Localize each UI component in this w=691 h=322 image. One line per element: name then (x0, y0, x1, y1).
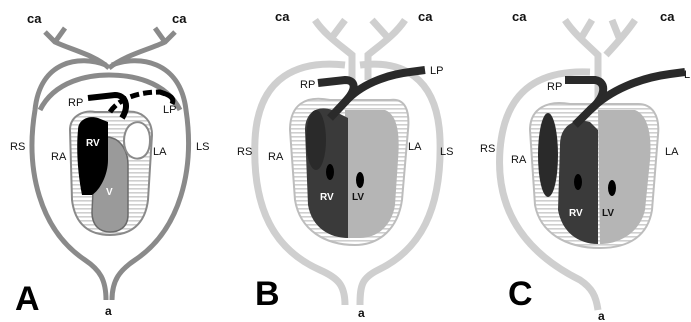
panel-b-rv-dot (326, 164, 334, 180)
panel-a-left-atrium (124, 122, 150, 158)
panel-a-label-v: V (106, 187, 113, 198)
panel-c-label-rp: RP (547, 81, 562, 93)
panel-b: ca ca RP LP RS LS RA LA RV LV a B (237, 9, 453, 320)
panel-b-label-lv: LV (352, 192, 364, 203)
panel-a-label-rs: RS (10, 141, 25, 153)
panel-b-carotids (315, 20, 405, 80)
panel-a-label-la: LA (153, 146, 167, 158)
panel-a: ca ca RP LP RS LS RA LA RV V a A (10, 11, 209, 318)
panel-c-label-ca-left: ca (512, 9, 527, 24)
panel-a-label-rv: RV (86, 138, 100, 149)
panel-b-label-ca-left: ca (275, 9, 290, 24)
panel-c-label-ca-right: ca (660, 9, 675, 24)
panel-c-lv-dot (608, 180, 616, 196)
panel-b-label-rs: RS (237, 146, 252, 158)
panel-c-label-la: LA (665, 146, 679, 158)
panel-c-letter: C (508, 275, 533, 313)
panel-a-label-lp: LP (163, 104, 176, 116)
panel-b-label-ls: LS (440, 146, 453, 158)
panel-c-label-lv: LV (602, 208, 614, 219)
panel-c-label-rs: RS (480, 143, 495, 155)
panel-c-label-lp: L (684, 69, 690, 81)
panel-b-ra-inner (306, 110, 326, 170)
panel-a-label-ca-right: ca (172, 11, 187, 26)
panel-b-label-la: LA (408, 141, 422, 153)
panel-b-label-a: a (358, 306, 365, 320)
panel-b-label-ca-right: ca (418, 9, 433, 24)
panel-b-label-rp: RP (300, 79, 315, 91)
panel-c-label-rv: RV (569, 208, 583, 219)
panel-b-label-ra: RA (268, 151, 284, 163)
panel-c: ca ca RP L RS RA LA RV LV a C (480, 9, 690, 322)
panel-a-label-rp: RP (68, 97, 83, 109)
panel-c-label-ra: RA (511, 154, 527, 166)
panel-a-label-ca-left: ca (27, 11, 42, 26)
panel-c-label-a: a (598, 309, 605, 322)
panel-b-left-ventricle (345, 110, 399, 238)
panel-b-label-rv: RV (320, 192, 334, 203)
panel-a-label-ls: LS (196, 141, 209, 153)
panel-c-ra-inner (538, 113, 558, 197)
panel-b-lv-dot (356, 172, 364, 188)
panel-a-letter: A (15, 280, 40, 318)
panel-a-label-a: a (105, 304, 112, 318)
panel-a-label-ra: RA (51, 151, 67, 163)
panel-b-letter: B (255, 275, 280, 313)
panel-b-label-lp: LP (430, 65, 443, 77)
panel-c-rv-dot (574, 174, 582, 190)
